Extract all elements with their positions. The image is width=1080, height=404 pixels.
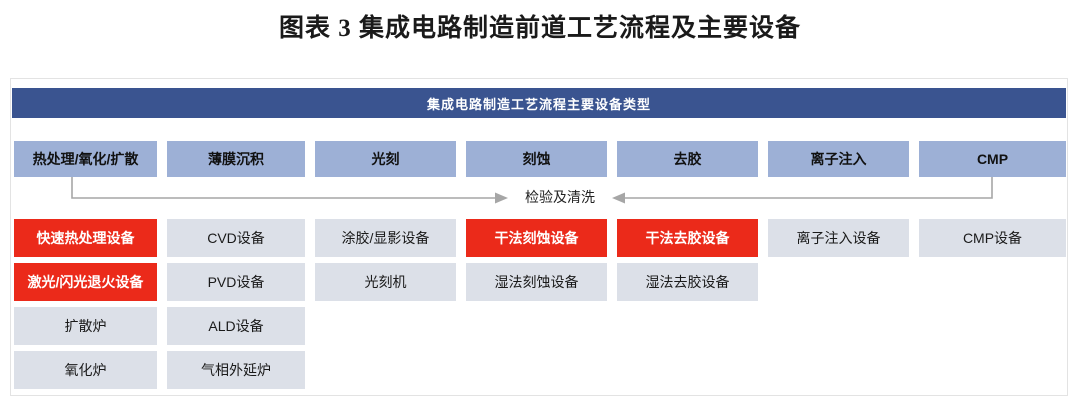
equipment-box[interactable]: 气相外延炉	[167, 351, 305, 389]
process-category-box[interactable]: 热处理/氧化/扩散	[14, 141, 157, 177]
equipment-box[interactable]: PVD设备	[167, 263, 305, 301]
equipment-box[interactable]: ALD设备	[167, 307, 305, 345]
diagram-header-bar: 集成电路制造工艺流程主要设备类型	[12, 88, 1066, 118]
process-category-row: 热处理/氧化/扩散薄膜沉积光刻刻蚀去胶离子注入 CMP	[14, 141, 1066, 177]
process-category-box[interactable]: CMP	[919, 141, 1066, 177]
process-category-box[interactable]: 光刻	[315, 141, 456, 177]
equipment-box[interactable]: 湿法刻蚀设备	[466, 263, 607, 301]
equipment-box[interactable]: CVD设备	[167, 219, 305, 257]
equipment-box[interactable]: 氧化炉	[14, 351, 157, 389]
equipment-column: 离子注入设备	[768, 219, 909, 263]
process-category-box[interactable]: 去胶	[617, 141, 758, 177]
equipment-column: CMP设备	[919, 219, 1066, 263]
equipment-column: 快速热处理设备激光/闪光退火设备扩散炉氧化炉	[14, 219, 157, 395]
page-title: 图表 3 集成电路制造前道工艺流程及主要设备	[278, 15, 801, 42]
equipment-box[interactable]: 湿法去胶设备	[617, 263, 758, 301]
equipment-box-highlighted[interactable]: 快速热处理设备	[14, 219, 157, 257]
inspection-clean-label: 检验及清洗	[525, 189, 595, 205]
process-category-box[interactable]: 刻蚀	[466, 141, 607, 177]
equipment-box[interactable]: 扩散炉	[14, 307, 157, 345]
equipment-column: CVD设备 PVD设备 ALD设备气相外延炉	[167, 219, 305, 395]
equipment-box-highlighted[interactable]: 干法去胶设备	[617, 219, 758, 257]
equipment-box-highlighted[interactable]: 干法刻蚀设备	[466, 219, 607, 257]
process-category-box[interactable]: 离子注入	[768, 141, 909, 177]
equipment-columns-area: 快速热处理设备激光/闪光退火设备扩散炉氧化炉 CVD设备 PVD设备 ALD设备气相外…	[14, 219, 1066, 394]
equipment-box[interactable]: CMP设备	[919, 219, 1066, 257]
process-category-box[interactable]: 薄膜沉积	[167, 141, 305, 177]
equipment-box[interactable]: 光刻机	[315, 263, 456, 301]
equipment-column: 干法刻蚀设备湿法刻蚀设备	[466, 219, 607, 307]
equipment-box[interactable]: 涂胶/显影设备	[315, 219, 456, 257]
equipment-box[interactable]: 离子注入设备	[768, 219, 909, 257]
equipment-box-highlighted[interactable]: 激光/闪光退火设备	[14, 263, 157, 301]
equipment-column: 涂胶/显影设备光刻机	[315, 219, 456, 307]
equipment-column: 干法去胶设备湿法去胶设备	[617, 219, 758, 307]
